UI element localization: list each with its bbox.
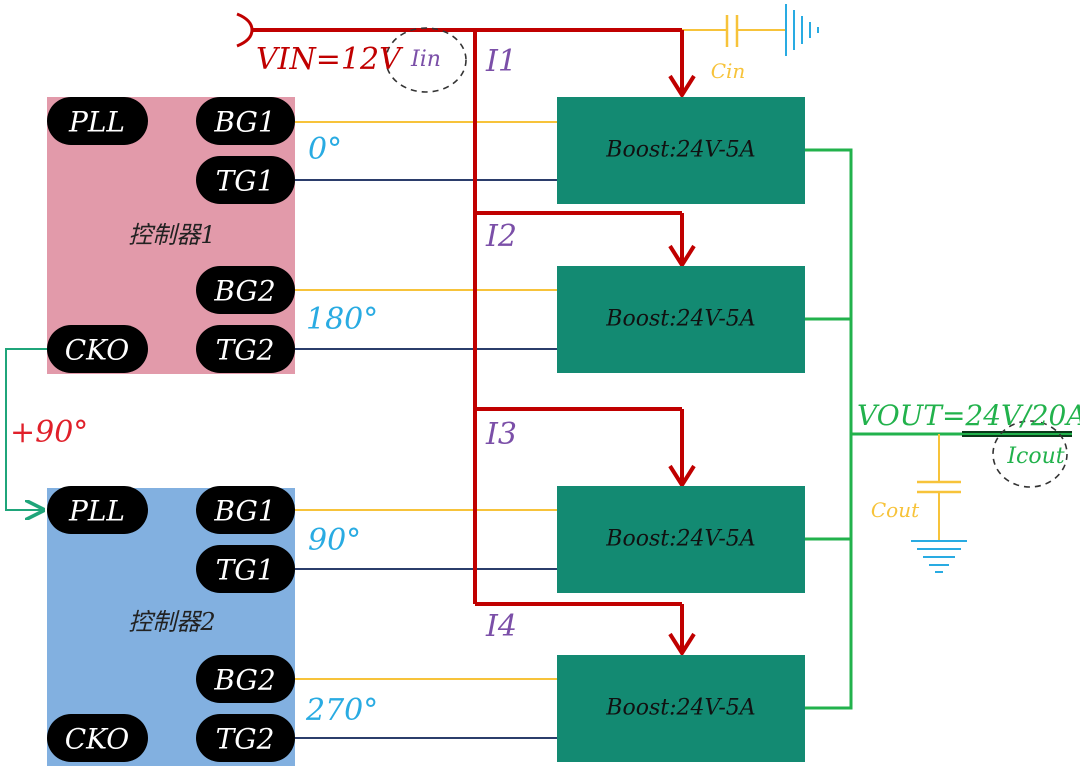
- boost-label-1: Boost:24V-5A: [605, 138, 755, 163]
- ctrl2-pin-cko-label: CKO: [65, 723, 130, 756]
- ctrl1-pin-tg2: [196, 325, 295, 373]
- cin-label: Cin: [711, 59, 746, 83]
- output-current-probe: [992, 420, 1068, 488]
- current-label-i1: I1: [485, 44, 517, 79]
- ctrl1-pin-cko-label: CKO: [65, 334, 130, 367]
- vout-label: VOUT=24V/20A: [857, 399, 1080, 432]
- input-current-probe: [385, 27, 467, 93]
- phase-label-0: 0°: [308, 132, 342, 167]
- ctrl1-pin-bg2: [196, 266, 295, 314]
- iin-label: Iin: [410, 47, 441, 72]
- ctrl1-pin-bg1-label: BG1: [213, 106, 275, 139]
- output-bus: [805, 148, 962, 710]
- phase-shift-label: +90°: [10, 415, 88, 450]
- ctrl2-pin-tg1-label: TG1: [216, 554, 275, 587]
- input-capacitor: [680, 15, 786, 47]
- controller-1: PLL BG1 TG1 控制器1 BG2 CKO TG2: [47, 97, 295, 373]
- boost-label-4: Boost:24V-5A: [605, 696, 755, 721]
- boost-converter-1: [557, 97, 805, 204]
- ctrl1-pin-pll-label: PLL: [68, 106, 125, 139]
- ctrl2-pin-bg1-label: BG1: [213, 495, 275, 528]
- boost-converter-2: [557, 266, 805, 373]
- ctrl1-pin-cko: [47, 325, 148, 373]
- ctrl2-pin-tg2-label: TG2: [216, 723, 275, 756]
- ctrl1-pin-tg2-label: TG2: [216, 334, 275, 367]
- ctrl1-pin-pll: [47, 97, 148, 145]
- ctrl1-pin-tg1-label: TG1: [216, 165, 275, 198]
- current-label-i3: I3: [485, 417, 517, 452]
- ctrl2-pin-bg2: [196, 655, 295, 703]
- ctrl1-pin-bg1: [196, 97, 295, 145]
- current-label-i4: I4: [485, 609, 517, 644]
- phase-label-270: 270°: [305, 693, 378, 728]
- icout-label: Icout: [1006, 444, 1064, 469]
- cout-label: Cout: [871, 498, 920, 522]
- phase-label-180: 180°: [306, 302, 378, 337]
- clock-sync-line: [5, 348, 47, 510]
- input-terminal-icon: [236, 12, 254, 48]
- ctrl2-pin-pll: [47, 486, 148, 534]
- boost-converter-4: [557, 655, 805, 762]
- output-capacitor: [917, 434, 961, 540]
- output-ground-icon: [911, 540, 967, 573]
- gate-lines: [295, 121, 557, 739]
- boost-label-2: Boost:24V-5A: [605, 307, 755, 332]
- controller-1-name: 控制器1: [128, 221, 215, 249]
- ctrl2-pin-tg1: [196, 545, 295, 593]
- phase-label-90: 90°: [308, 523, 361, 558]
- ctrl2-pin-tg2: [196, 714, 295, 762]
- ctrl2-pin-cko: [47, 714, 148, 762]
- ctrl1-pin-bg2-label: BG2: [213, 275, 275, 308]
- controller-2-name: 控制器2: [128, 608, 215, 636]
- ctrl2-pin-bg1: [196, 486, 295, 534]
- boost-converter-3: [557, 486, 805, 593]
- input-power-bus: [252, 28, 696, 657]
- ctrl2-pin-pll-label: PLL: [68, 495, 125, 528]
- ctrl2-pin-bg2-label: BG2: [213, 664, 275, 697]
- input-ground-icon: [785, 4, 819, 56]
- controller-2: PLL BG1 TG1 控制器2 BG2 CKO TG2: [47, 486, 295, 762]
- boost-label-3: Boost:24V-5A: [605, 527, 755, 552]
- current-label-i2: I2: [485, 219, 517, 254]
- vin-label: VIN=12V: [256, 42, 404, 77]
- ctrl1-pin-tg1: [196, 156, 295, 204]
